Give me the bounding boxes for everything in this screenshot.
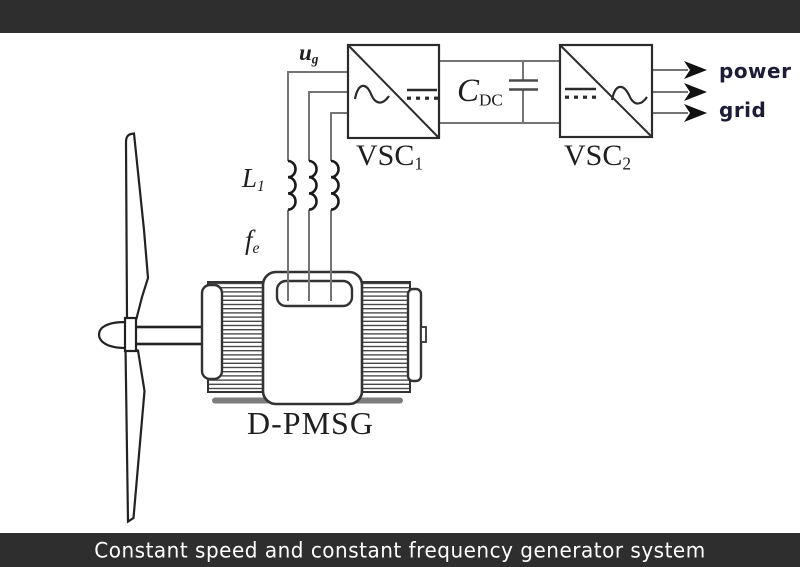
turbine-shaft bbox=[133, 325, 209, 346]
top-border-bar bbox=[0, 0, 800, 33]
label-grid: grid bbox=[719, 98, 767, 122]
label-power: power bbox=[719, 59, 792, 83]
dc-capacitor-icon bbox=[509, 79, 538, 91]
grid-arrow-icons bbox=[684, 61, 707, 122]
right-end-cap bbox=[406, 287, 423, 383]
label-vsc2: VSC2 bbox=[564, 139, 632, 174]
ac-sine-icon bbox=[610, 85, 648, 105]
vsc2-converter-icon bbox=[558, 43, 654, 139]
stator-leads bbox=[287, 209, 332, 301]
wind-turbine-rotor bbox=[97, 132, 209, 524]
inductor-coils-icon bbox=[287, 159, 340, 211]
label-vsc1: VSC1 bbox=[356, 139, 424, 174]
generator-drawing bbox=[200, 270, 427, 406]
ac-sine-icon bbox=[353, 84, 390, 104]
label-fe: fe bbox=[245, 225, 260, 257]
caption-bar: Constant speed and constant frequency ge… bbox=[0, 533, 800, 567]
right-stub bbox=[420, 326, 427, 343]
hub-column bbox=[123, 316, 138, 353]
left-end-cap bbox=[200, 283, 224, 381]
upper-blade bbox=[124, 132, 150, 321]
label-generator: D-PMSG bbox=[247, 405, 374, 441]
right-fins bbox=[360, 281, 411, 393]
caption-text: Constant speed and constant frequency ge… bbox=[94, 537, 706, 563]
lower-blade bbox=[124, 346, 146, 524]
label-l1: L1 bbox=[242, 163, 265, 195]
wires bbox=[287, 60, 688, 161]
terminal-box bbox=[275, 279, 354, 308]
label-cdc: CDC bbox=[457, 73, 503, 110]
vsc1-converter-icon bbox=[346, 43, 441, 140]
nose-cone bbox=[97, 320, 128, 350]
label-ug: ug bbox=[299, 40, 319, 67]
